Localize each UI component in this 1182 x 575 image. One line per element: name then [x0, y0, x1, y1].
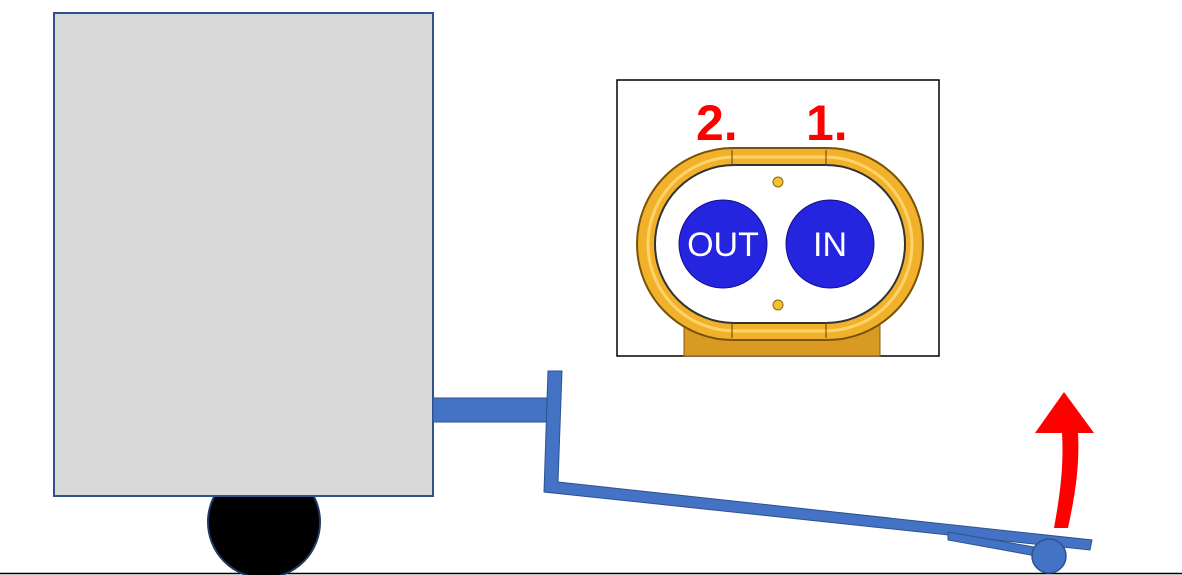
indicator-dot-bottom: [772, 299, 784, 311]
connector-arm: [432, 397, 551, 423]
control-panel-inset: 2. 1. OUT IN: [616, 79, 940, 357]
step-2-label: 2.: [696, 95, 738, 151]
housing-rim: [646, 155, 914, 333]
in-button[interactable]: IN: [785, 199, 875, 289]
indicator-dot-top: [772, 176, 784, 188]
curved-up-arrow-icon: [1035, 392, 1094, 528]
handle-frame: [543, 370, 1093, 551]
cabinet-box: [53, 12, 434, 497]
in-button-label: IN: [813, 226, 847, 264]
step-1-label: 1.: [806, 95, 848, 151]
out-button-label: OUT: [687, 226, 759, 264]
pivot-knob-icon: [1031, 538, 1067, 574]
out-button[interactable]: OUT: [678, 199, 768, 289]
